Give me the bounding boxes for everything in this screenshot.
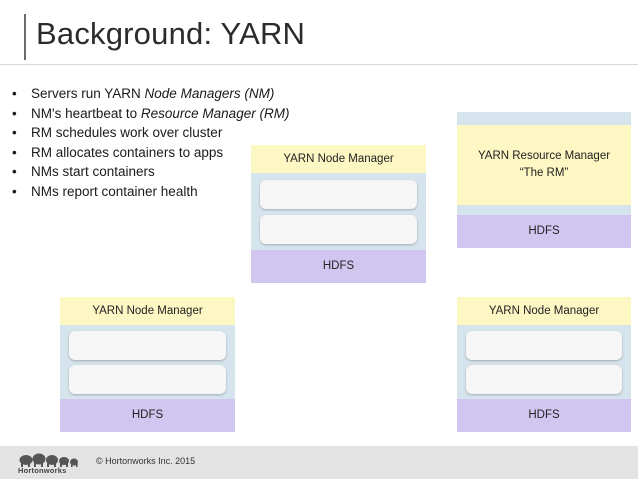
logo-wordmark: Hortonworks: [18, 466, 67, 475]
bullet-item: NMs report container health: [12, 182, 289, 202]
bullet-item: NMs start containers: [12, 162, 289, 182]
node-manager-label: YARN Node Manager: [457, 297, 631, 325]
container-slot: [69, 331, 226, 360]
container-slot: [466, 365, 622, 394]
bullet-text: NMs start containers: [31, 164, 155, 179]
hdfs-label: HDFS: [60, 399, 235, 432]
hdfs-label: HDFS: [457, 215, 631, 248]
title-divider: [0, 64, 638, 65]
bullet-text: RM schedules work over cluster: [31, 125, 223, 140]
bullet-item: RM allocates containers to apps: [12, 143, 289, 163]
hdfs-label: HDFS: [457, 399, 631, 432]
elephant-herd-icon: [19, 453, 78, 467]
node-manager-label: YARN Node Manager: [251, 145, 426, 173]
container-slot: [260, 215, 417, 244]
hortonworks-logo: Hortonworks: [18, 452, 88, 476]
node-manager-center: YARN Node Manager HDFS: [251, 145, 426, 283]
resource-manager-title: YARN Resource Manager: [477, 150, 611, 162]
bullet-text: NM's heartbeat to: [31, 105, 141, 121]
node-manager-bottom-left: YARN Node Manager HDFS: [60, 297, 235, 432]
bullet-emphasis: Resource Manager (RM): [140, 105, 290, 121]
container-slot: [260, 180, 417, 209]
copyright-text: © Hortonworks Inc. 2015: [96, 456, 196, 466]
bullet-text: RM allocates containers to apps: [31, 144, 224, 160]
node-manager-label: YARN Node Manager: [60, 297, 235, 325]
bullet-text: Servers run YARN: [31, 86, 145, 101]
bullet-item: NM's heartbeat to Resource Manager (RM): [12, 104, 289, 124]
bullet-text: NMs report container health: [31, 183, 198, 199]
title-bar: Background: YARN: [0, 0, 638, 62]
resource-manager-top-band: [457, 112, 631, 125]
container-slot: [69, 365, 226, 394]
footer-bar: Hortonworks © Hortonworks Inc. 2015: [0, 446, 638, 479]
node-manager-bottom-right: YARN Node Manager HDFS: [457, 297, 631, 432]
resource-manager-nickname: “The RM”: [519, 167, 569, 179]
title-accent-rule: [24, 14, 26, 60]
resource-manager: YARN Resource Manager “The RM” HDFS: [457, 112, 631, 248]
bullet-item: Servers run YARN Node Managers (NM): [12, 84, 289, 104]
container-slot: [466, 331, 622, 360]
hdfs-label: HDFS: [251, 250, 426, 283]
slide-title: Background: YARN: [36, 16, 306, 51]
bullet-item: RM schedules work over cluster: [12, 123, 289, 143]
bullet-list: Servers run YARN Node Managers (NM) NM's…: [12, 84, 289, 201]
resource-manager-label: YARN Resource Manager “The RM”: [457, 125, 631, 205]
bullet-emphasis: Node Managers (NM): [144, 86, 275, 101]
